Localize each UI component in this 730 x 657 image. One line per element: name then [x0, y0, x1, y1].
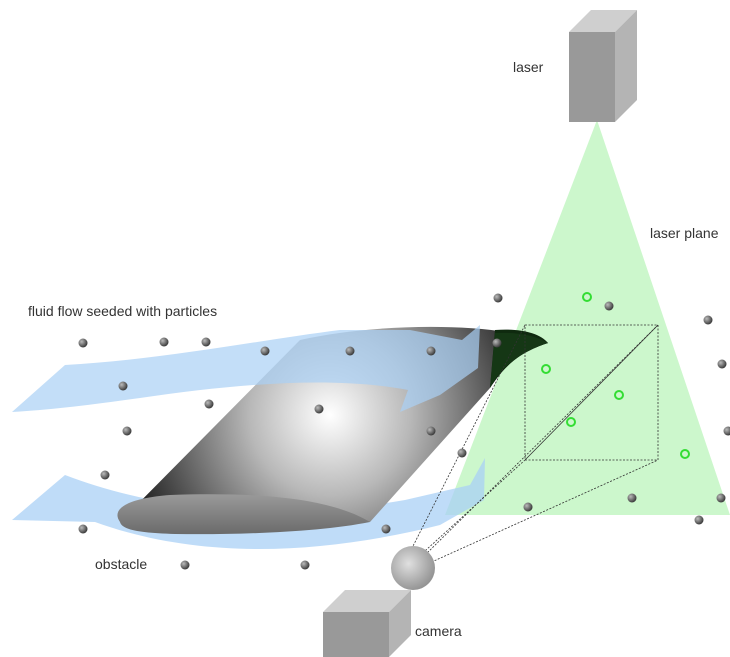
particle — [493, 293, 503, 303]
obstacle-tip-dark — [490, 332, 548, 388]
particle — [523, 502, 533, 512]
laser-plane-label: laser plane — [650, 225, 719, 241]
particle — [716, 493, 726, 503]
laser-label: laser — [513, 59, 544, 75]
particle — [381, 524, 391, 534]
obstacle-underside — [117, 494, 370, 535]
particle — [300, 560, 310, 570]
illuminated-particle — [680, 449, 690, 459]
laser — [569, 10, 637, 122]
illuminated-particle — [541, 364, 551, 374]
particle — [100, 470, 110, 480]
particle — [492, 338, 502, 348]
particle — [204, 399, 214, 409]
particle — [314, 404, 324, 414]
camera-label: camera — [415, 623, 462, 639]
particle — [457, 448, 467, 458]
particle — [118, 381, 128, 391]
fluid-flow-label: fluid flow seeded with particles — [28, 303, 217, 319]
particle — [159, 337, 169, 347]
camera-lens — [391, 546, 435, 590]
obstacle-label: obstacle — [95, 556, 147, 572]
seeding-particles — [78, 293, 730, 570]
particle — [717, 359, 727, 369]
illuminated-particles — [541, 292, 690, 459]
particle — [694, 515, 704, 525]
particle — [78, 524, 88, 534]
illuminated-particle — [582, 292, 592, 302]
flow-arrow-upper — [12, 325, 480, 412]
particle — [426, 426, 436, 436]
particle — [627, 493, 637, 503]
particle — [723, 426, 730, 436]
particle — [201, 337, 211, 347]
particle — [426, 346, 436, 356]
illuminated-particle — [614, 390, 624, 400]
measurement-window — [524, 324, 659, 461]
camera-field-of-view — [409, 324, 659, 566]
particle — [122, 426, 132, 436]
laser-plane — [445, 120, 730, 515]
camera — [323, 546, 435, 657]
particle — [703, 315, 713, 325]
illuminated-particle — [566, 417, 576, 427]
particle — [180, 560, 190, 570]
particle — [260, 346, 270, 356]
particle — [78, 338, 88, 348]
particle — [345, 346, 355, 356]
particle — [604, 301, 614, 311]
